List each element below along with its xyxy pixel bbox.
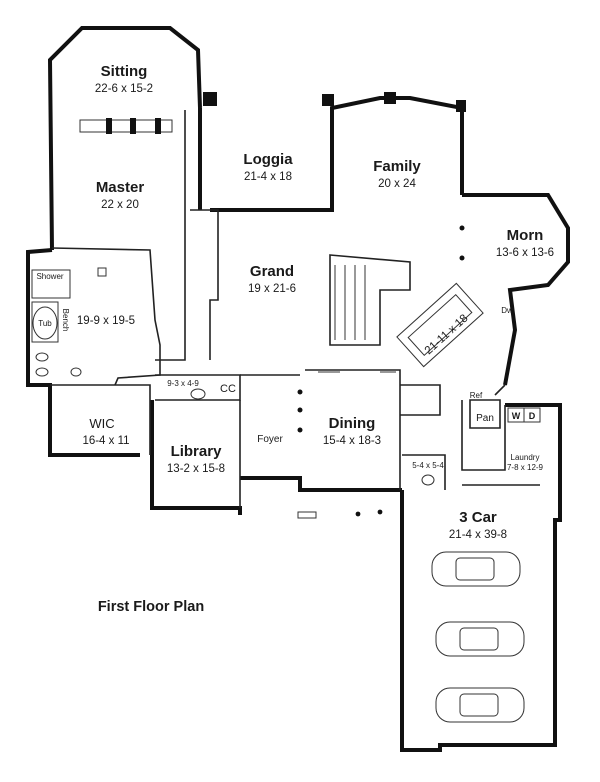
kitchen-dim: 21-11 x 18: [423, 312, 471, 357]
pan-label: Pan: [476, 413, 494, 424]
dw-label: Dw: [501, 306, 513, 315]
fixtures: [31, 92, 541, 723]
grand-name: Grand: [250, 263, 294, 280]
car-3: [435, 687, 525, 723]
washer-label: W: [512, 411, 521, 421]
foyer-label: Foyer: [257, 434, 283, 445]
wic-dim: 16-4 x 11: [82, 435, 129, 447]
dining-name: Dining: [329, 415, 376, 432]
wic-name: WIC: [89, 416, 114, 431]
grand-dim: 19 x 21-6: [248, 283, 296, 295]
morn-name: Morn: [507, 227, 544, 244]
family-dim: 20 x 24: [378, 178, 416, 190]
morn-dim: 13-6 x 13-6: [496, 247, 554, 259]
car-2: [435, 621, 525, 657]
ref-label: Ref: [470, 391, 483, 400]
sitting-name: Sitting: [101, 63, 148, 80]
dryer-label: D: [529, 411, 536, 421]
exterior-walls: [26, 26, 570, 752]
closet-dim: 9-3 x 4-9: [167, 379, 199, 388]
family-name: Family: [373, 158, 421, 175]
dining-dim: 15-4 x 18-3: [323, 435, 381, 447]
sitting-dim: 22-6 x 15-2: [95, 83, 153, 95]
bath-dim: 19-9 x 19-5: [77, 315, 135, 327]
shower-label: Shower: [36, 272, 63, 281]
master-name: Master: [96, 179, 145, 196]
garage-name: 3 Car: [459, 509, 497, 526]
laundry-dim: 7-8 x 12-9: [507, 463, 544, 472]
garage-dim: 21-4 x 39-8: [449, 529, 507, 541]
plan-title: First Floor Plan: [98, 599, 204, 615]
car-1: [431, 551, 521, 587]
cc-label: CC: [220, 383, 236, 395]
library-name: Library: [171, 443, 223, 460]
interior-walls: [50, 110, 540, 508]
loggia-dim: 21-4 x 18: [244, 171, 292, 183]
laundry-name: Laundry: [511, 453, 540, 462]
room-labels: Sitting 22-6 x 15-2 Master 22 x 20 Loggi…: [36, 63, 554, 615]
library-dim: 13-2 x 15-8: [167, 463, 225, 475]
tub-label: Tub: [38, 319, 52, 328]
master-dim: 22 x 20: [101, 199, 139, 211]
powder-dim: 5-4 x 5-4: [412, 461, 444, 470]
bench-label: Bench: [61, 309, 70, 332]
loggia-name: Loggia: [243, 151, 293, 168]
